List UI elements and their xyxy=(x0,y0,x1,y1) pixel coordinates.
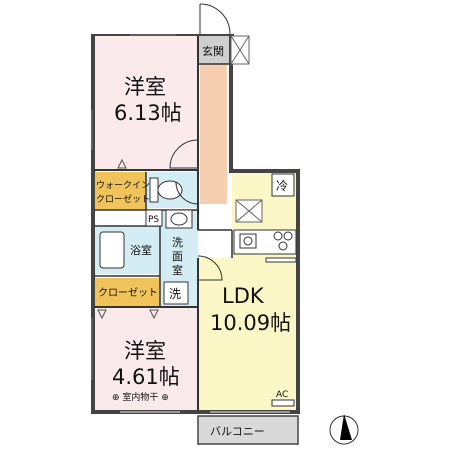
entrance-door xyxy=(199,3,231,35)
toilet-door xyxy=(175,181,199,205)
closet-mark xyxy=(117,158,127,169)
pipe-space xyxy=(145,209,163,227)
washer-label: 洗 xyxy=(169,287,181,301)
closet-label: クローゼット xyxy=(98,287,158,299)
bath-label: 浴室 xyxy=(130,243,152,257)
closet-mark xyxy=(149,309,159,320)
wic-line-2: クローゼット xyxy=(96,193,150,205)
western-room-1 xyxy=(94,36,198,169)
wash-char-3: 室 xyxy=(172,263,183,277)
entrance xyxy=(198,36,231,64)
entrance-label: 玄関 xyxy=(202,44,224,58)
western-room-2 xyxy=(94,308,198,410)
pipe-space-label: PS xyxy=(148,215,159,225)
air-conditioner xyxy=(271,399,295,407)
bathtub-icon xyxy=(99,231,125,269)
western-room-1-name: 洋室 xyxy=(124,75,166,99)
wash-char-1: 洗 xyxy=(172,236,183,249)
closet xyxy=(94,278,160,306)
refrigerator xyxy=(271,173,295,197)
balcony xyxy=(198,416,298,444)
washroom-label: 洗 面 室 xyxy=(172,236,187,277)
kitchen-counter xyxy=(233,229,297,263)
balcony-label: バルコニー xyxy=(210,425,265,438)
western-room-2-name: 洋室 xyxy=(124,339,166,363)
closet-mark xyxy=(97,309,107,320)
air-conditioner-label: AC xyxy=(276,390,288,400)
washbasin-icon xyxy=(165,209,193,229)
hallway xyxy=(200,64,227,204)
walk-in-closet xyxy=(94,172,146,210)
ldk-area: 10.09帖 xyxy=(210,311,291,335)
walk-in-closet-label: ウォークイン クローゼット xyxy=(96,180,153,205)
shoe-cabinet xyxy=(230,35,250,65)
western-room-2-area: 4.61帖 xyxy=(112,365,180,389)
washroom-door xyxy=(197,255,223,281)
western-room-1-area: 6.13帖 xyxy=(114,101,182,125)
walls xyxy=(91,34,300,414)
washer xyxy=(163,281,189,305)
storage-hatch xyxy=(235,199,263,223)
wic-line-1: ウォークイン xyxy=(96,180,150,191)
indoor-drying-label: ⊕ 室内物干 ⊕ xyxy=(112,391,169,403)
refrigerator-label: 冷 xyxy=(276,179,288,193)
room1-door xyxy=(169,139,199,169)
ldk-name: LDK xyxy=(222,284,265,308)
compass-icon xyxy=(329,414,359,445)
balcony-frame xyxy=(197,415,299,445)
wash-char-2: 面 xyxy=(172,250,183,263)
